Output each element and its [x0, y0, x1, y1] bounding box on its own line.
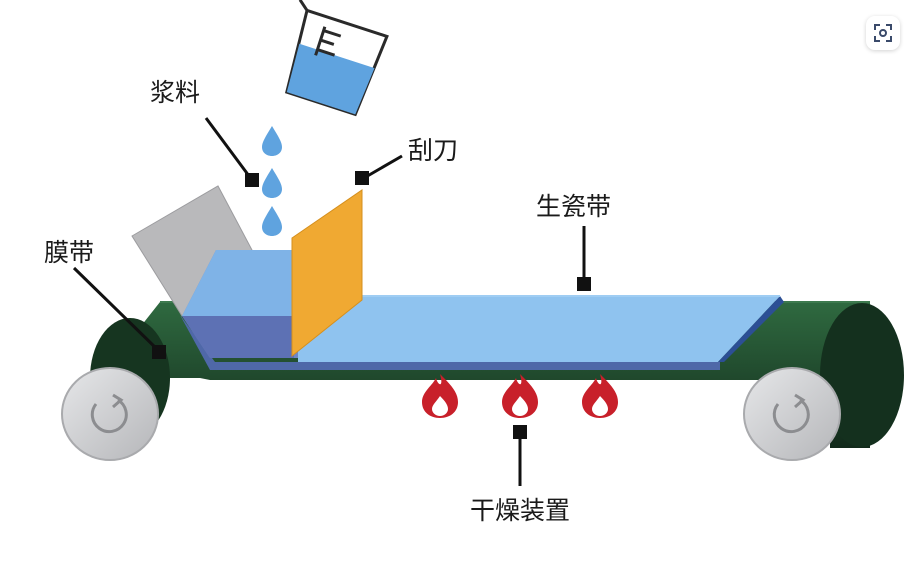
callout-film-belt — [72, 266, 166, 359]
scan-button[interactable] — [866, 16, 900, 50]
left-roller — [61, 367, 159, 461]
base-slab — [180, 315, 720, 370]
callout-green-tape — [577, 226, 591, 291]
slurry-reservoir — [182, 250, 300, 358]
label-blade: 刮刀 — [408, 136, 459, 165]
rotation-arrow-icon — [90, 393, 128, 434]
label-film-belt: 膜带 — [44, 238, 95, 267]
scan-icon — [874, 24, 892, 42]
flame-icon — [502, 374, 538, 418]
flame-icon — [422, 374, 458, 418]
label-green-tape: 生瓷带 — [536, 192, 612, 221]
doctor-blade — [291, 189, 363, 358]
droplet-icon — [262, 126, 282, 156]
droplet-icon — [262, 168, 282, 198]
callout-slurry — [204, 117, 259, 187]
rotation-arrow-icon — [772, 393, 810, 434]
flames — [422, 374, 618, 418]
callout-blade — [355, 154, 403, 185]
belt-right-end — [820, 303, 904, 447]
droplet-icon — [262, 206, 282, 236]
right-roller — [743, 367, 841, 461]
beaker-icon — [284, 0, 389, 117]
label-slurry: 浆料 — [150, 78, 201, 107]
green-tape — [298, 295, 784, 362]
slurry-droplets — [262, 126, 282, 236]
flame-icon — [582, 374, 618, 418]
callout-drying-device — [513, 425, 527, 486]
label-drying-device: 干燥装置 — [470, 496, 571, 525]
